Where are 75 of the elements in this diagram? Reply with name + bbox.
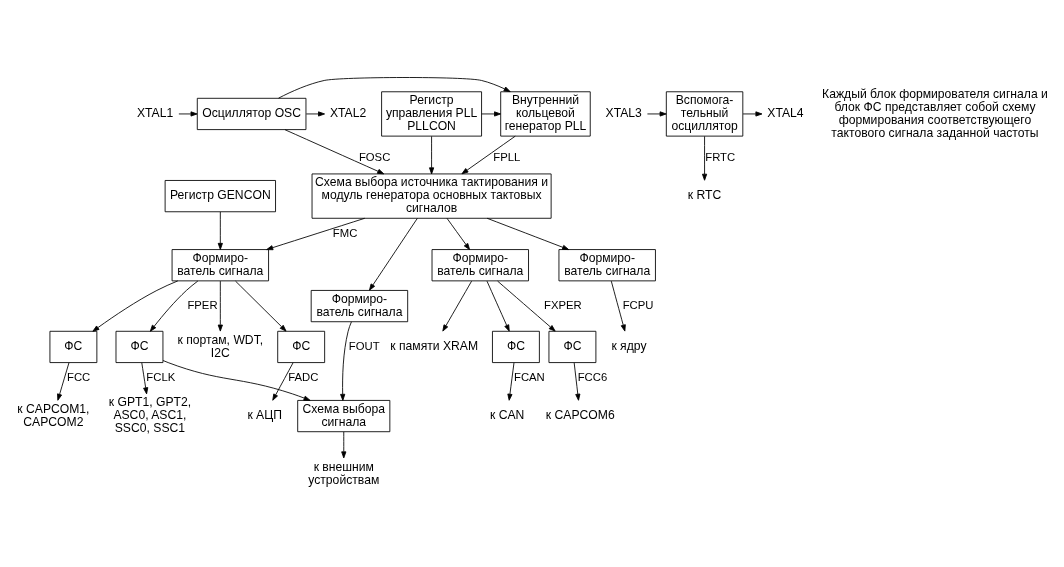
- edge-label: FRTC: [705, 151, 736, 164]
- node-text: XTAL1: [136, 106, 174, 121]
- node-text: к памяти XRAM: [390, 339, 479, 354]
- arrow: [272, 362, 294, 401]
- node-box: Регистр управления PLL PLLCON: [381, 91, 482, 137]
- node-text: к CAPCOM1, CAPCOM2: [17, 401, 90, 429]
- node-box: ФС: [49, 330, 98, 364]
- arrow: [305, 111, 326, 117]
- node-box: Формиро- ватель сигнала: [558, 249, 656, 282]
- arrow: [266, 217, 366, 251]
- node-box: Формиро- ватель сигнала: [171, 249, 269, 282]
- arrow: [442, 280, 473, 332]
- arrow: [446, 217, 471, 250]
- label: Каждый блок формирователя сигнала и блок ФС представляет собой схему формирования соответствующего тактового сигнала заданной частоты: [822, 86, 1048, 140]
- node-text: к GPT1, GPT2, ASC0, ASC1, SSC0, SSC1: [108, 395, 192, 436]
- node-box: Вспомога- тельный осциллятор: [665, 91, 744, 137]
- edge-label: FOSC: [358, 151, 391, 164]
- arrow: [486, 217, 570, 250]
- arrow: [429, 135, 435, 175]
- node-box: ФС: [277, 330, 326, 364]
- edge-label: FPER: [187, 299, 218, 312]
- arrow: [217, 211, 223, 250]
- arrow: [610, 280, 626, 332]
- node-box: Формиро- ватель сигнала: [310, 290, 409, 323]
- edge-label: FPLL: [493, 151, 521, 164]
- node-text: к внешним устройствам: [308, 459, 380, 487]
- arrow: [341, 431, 347, 459]
- node-text: к портам, WDT, I2C: [177, 332, 264, 360]
- edge-label: FCAN: [514, 371, 545, 384]
- node-box: Регистр GENCON: [164, 180, 276, 213]
- edge-label: FOUT: [348, 339, 380, 352]
- arrow: [573, 362, 581, 401]
- node-box: Схема выбора сигнала: [297, 399, 391, 433]
- node-text: к АЦП: [247, 408, 282, 423]
- arrow: [149, 280, 199, 332]
- arrow: [92, 280, 179, 332]
- node-text: XTAL3: [605, 106, 642, 121]
- arrow: [278, 77, 511, 99]
- node-box: ФС: [492, 330, 540, 364]
- arrow: [369, 217, 418, 291]
- node-text: к CAN: [490, 408, 525, 423]
- arrow: [162, 360, 311, 401]
- node-box: ФС: [548, 330, 597, 364]
- arrow: [497, 280, 556, 332]
- node-text: XTAL2: [329, 106, 367, 121]
- arrow: [461, 135, 516, 175]
- arrow: [742, 111, 763, 117]
- edge-label: FMC: [332, 226, 358, 239]
- arrow: [646, 111, 667, 117]
- arrow: [481, 111, 502, 117]
- arrow: [507, 362, 515, 401]
- arrow: [141, 362, 149, 395]
- edge-label: FADC: [288, 371, 319, 384]
- edge-label: FCLK: [146, 371, 176, 384]
- node-text: XTAL4: [767, 106, 804, 121]
- node-box: Схема выбора источника тактирования и модуль генератора основных тактовых сигналов: [311, 173, 552, 219]
- node-box: Формиро- ватель сигнала: [431, 249, 529, 282]
- arrow: [486, 280, 510, 332]
- edge-label: FCC: [67, 371, 91, 384]
- node-box: ФС: [115, 330, 164, 364]
- edge-label: FCPU: [622, 299, 654, 312]
- arrow: [217, 280, 223, 332]
- arrow: [235, 280, 287, 332]
- node-box: Внутренний кольцевой генератор PLL: [500, 91, 591, 137]
- node-box: Осциллятор OSC: [196, 97, 307, 131]
- edge-label: FCC6: [577, 371, 608, 384]
- edge-label: FXPER: [544, 299, 582, 312]
- node-text: к RTC: [687, 188, 722, 203]
- node-text: к CAPCOM6: [545, 408, 615, 423]
- arrow: [178, 111, 198, 117]
- node-text: к ядру: [611, 339, 647, 354]
- arrow: [57, 362, 70, 401]
- arrow: [702, 135, 708, 181]
- arrow: [340, 321, 352, 401]
- arrow: [284, 129, 385, 175]
